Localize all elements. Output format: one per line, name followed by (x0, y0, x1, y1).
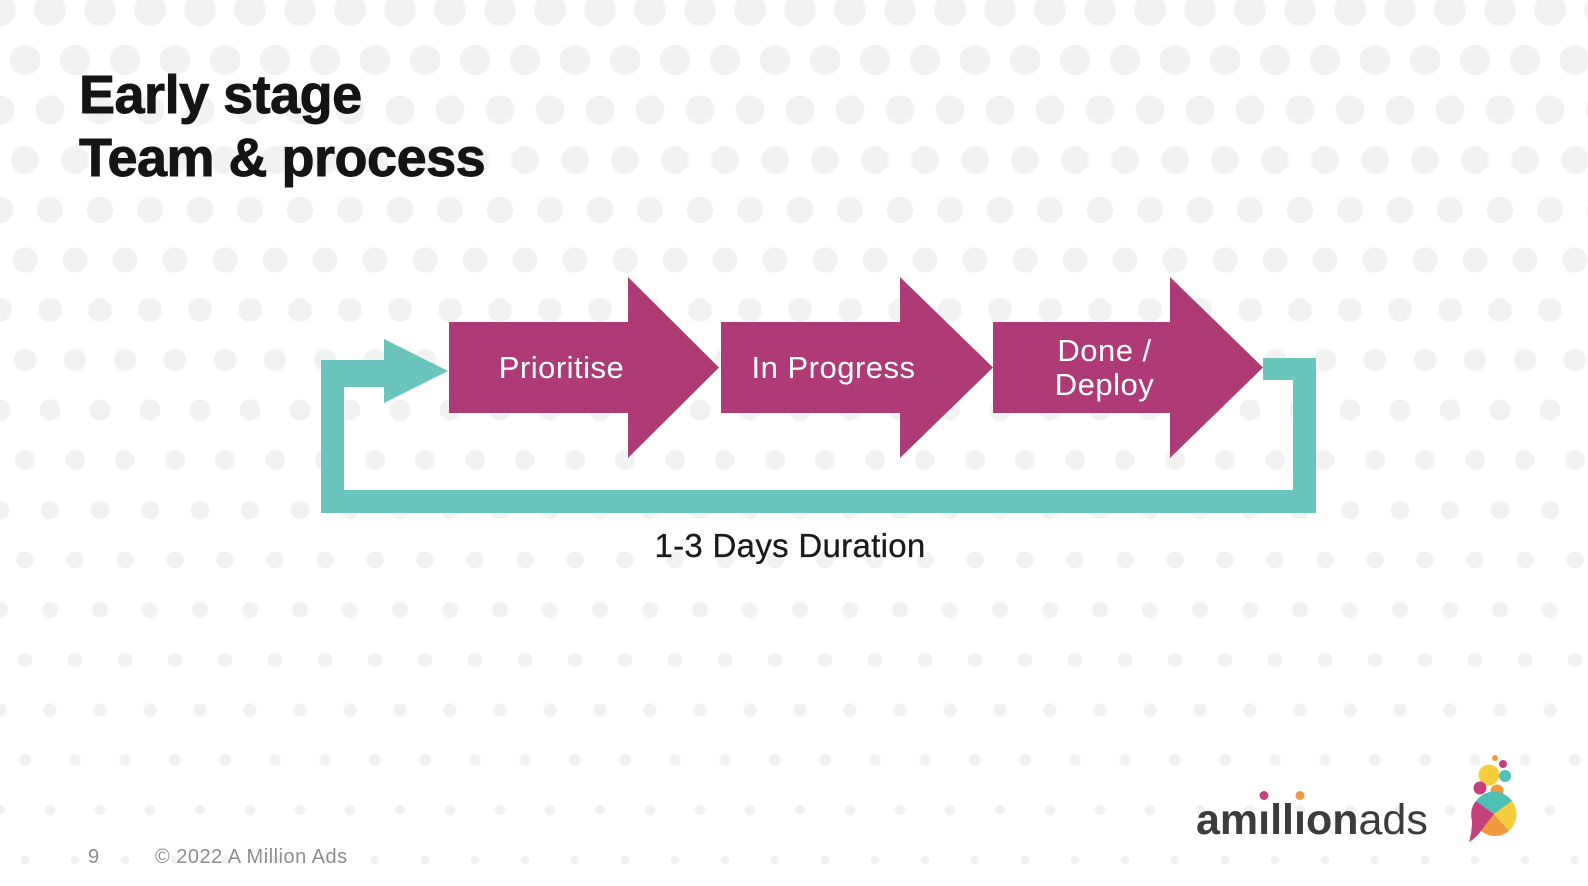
process-arrow-prioritise (449, 277, 719, 458)
copyright-text: © 2022 A Million Ads (155, 846, 348, 868)
logo-text-part: ll (1270, 796, 1295, 844)
logo-i-dot-magenta-icon (1259, 791, 1269, 800)
logo-i-dot-orange-icon (1295, 791, 1305, 800)
step-label-line: Deploy (1054, 366, 1155, 402)
step-label-in-progress: In Progress (721, 277, 946, 458)
process-arrow-in-progress (721, 277, 993, 458)
step-label-prioritise: Prioritise (449, 277, 674, 458)
step-label-line: Done / (1057, 332, 1152, 368)
logo-text-part: ads (1358, 796, 1428, 844)
loop-arrowhead-icon (384, 339, 448, 403)
logo-text-part: on (1305, 796, 1359, 844)
slide-title: Early stage Team & process (79, 64, 487, 190)
logo-text-part: am (1196, 796, 1259, 844)
loop-duration-label: 1-3 Days Duration (654, 527, 926, 564)
step-label-line: Prioritise (498, 349, 625, 385)
logo-text-part: ı (1258, 796, 1271, 844)
logo-text-part: ı (1294, 796, 1306, 844)
process-arrow-done-deploy (993, 277, 1263, 458)
slide-title-line1: Early stage (79, 65, 363, 126)
brand-logo-mark-icon (1469, 755, 1517, 842)
slide-title-line2: Team & process (79, 128, 487, 189)
step-label-done-deploy: Done / Deploy (993, 277, 1216, 458)
page-number: 9 (88, 846, 100, 868)
step-label-line: In Progress (751, 349, 916, 385)
loop-arrow (321, 339, 1316, 513)
